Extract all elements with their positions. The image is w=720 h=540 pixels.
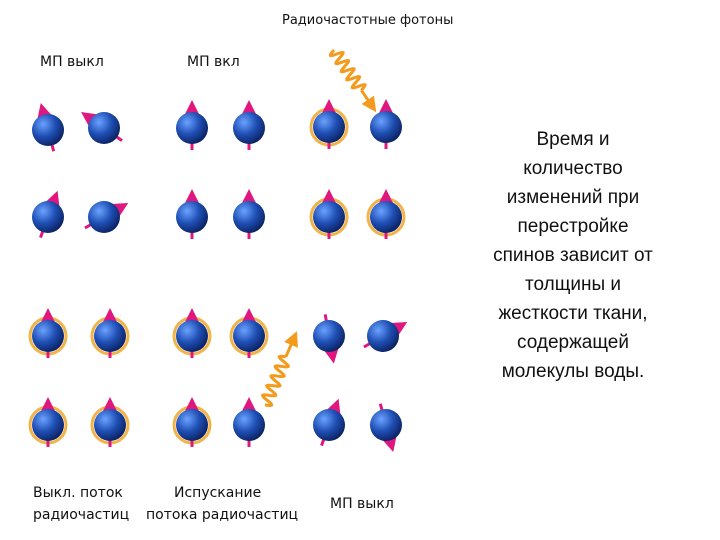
proton-spin-icon — [28, 397, 68, 447]
proton-spin-icon — [233, 397, 265, 447]
proton-spin-icon — [233, 189, 265, 239]
proton-spin-icon — [363, 320, 408, 352]
proton-spin-icon — [84, 201, 129, 233]
proton-spin-icon — [32, 190, 64, 239]
flow-off-label-line1: Выкл. поток — [33, 485, 123, 501]
proton-spin-icon — [28, 308, 68, 358]
proton-spin-icon — [313, 398, 345, 447]
rf-photon-wave-icon — [328, 49, 377, 113]
proton-spin-icon — [313, 314, 345, 364]
proton-spin-icon — [229, 308, 269, 358]
description-text: Время и количество изменений при перестр… — [493, 129, 653, 382]
proton-spin-icon — [309, 99, 349, 149]
proton-spin-icon — [176, 189, 208, 239]
proton-spin-icon — [81, 111, 123, 144]
mf-on-label: МП вкл — [187, 54, 240, 70]
proton-spin-icon — [176, 100, 208, 150]
proton-spin-icon — [370, 99, 402, 149]
proton-spin-icon — [370, 403, 402, 453]
emission-label-line1: Испускание — [174, 485, 262, 501]
proton-spin-icon — [90, 397, 130, 447]
flow-off-label-line2: радиочастиц — [33, 507, 130, 523]
proton-spin-icon — [90, 308, 130, 358]
emission-label-line2: потока радиочастиц — [146, 507, 299, 523]
proton-spin-icon — [366, 189, 406, 239]
proton-spin-icon — [32, 102, 64, 152]
proton-spin-icon — [309, 189, 349, 239]
rf-photon-wave-icon — [260, 331, 298, 408]
proton-spin-icon — [233, 100, 265, 150]
spin-diagram — [28, 49, 408, 453]
rf-photons-label: Радиочастотные фотоны — [282, 13, 454, 28]
proton-spin-icon — [172, 397, 212, 447]
proton-spin-icon — [172, 308, 212, 358]
mf-off-label-bottom: МП выкл — [330, 496, 394, 512]
mf-off-label-top: МП выкл — [40, 54, 104, 70]
